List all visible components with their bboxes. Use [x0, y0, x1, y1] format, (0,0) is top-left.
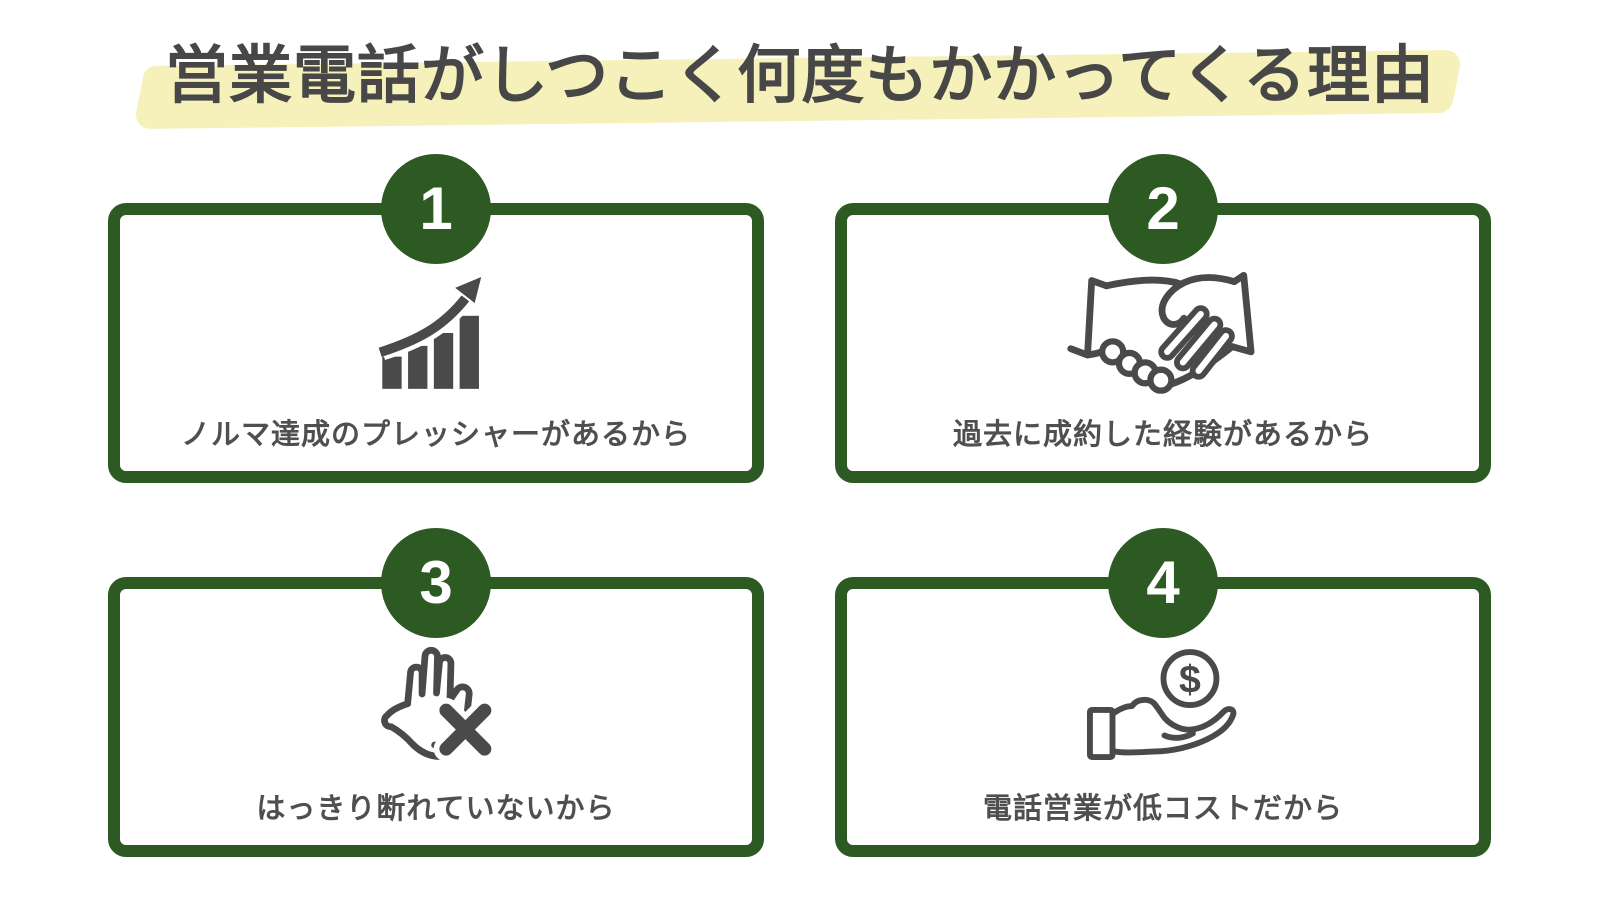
page-title: 営業電話がしつこく何度もかかってくる理由	[165, 41, 1435, 111]
reason-2-number: 2	[1146, 175, 1180, 242]
coin-in-hand-icon-svg: $	[1087, 649, 1237, 760]
reason-label: はっきり断れていないから	[256, 793, 616, 825]
hand-stop-x-icon	[369, 589, 504, 785]
coin-in-hand-icon: $	[1087, 589, 1239, 785]
reason-4-number: 4	[1146, 549, 1180, 616]
reason-label: 電話営業が低コストだから	[982, 793, 1343, 825]
reason-3-number: 3	[419, 549, 453, 616]
handshake-icon	[1062, 215, 1264, 411]
hand-stop-x-icon-svg	[380, 646, 497, 761]
reason-3-number-badge: 3	[381, 528, 491, 638]
dollar-sign-glyph: $	[1179, 657, 1201, 701]
reason-label: ノルマ達成のプレッシャーがあるから	[180, 419, 691, 451]
reason-card-1: 1 ノルマ達成のプレッシャーがあるから	[108, 154, 764, 483]
handshake-icon-svg	[1067, 271, 1255, 394]
reason-card-3: 3 はっきり断れていないから	[108, 528, 764, 857]
reason-1-number-badge: 1	[381, 154, 491, 264]
page-title-wrap: 営業電話がしつこく何度もかかってくる理由	[0, 41, 1600, 130]
reason-card-4: 4 $ 電話営業が低コストだから	[835, 528, 1491, 857]
reason-1-number: 1	[419, 175, 453, 242]
reason-2-number-badge: 2	[1108, 154, 1218, 264]
reason-card-2: 2	[835, 154, 1491, 483]
reasons-grid: 1 ノルマ達成のプレッシャーがあるから 2	[108, 154, 1491, 857]
reason-4-number-badge: 4	[1108, 528, 1218, 638]
growth-chart-icon-svg	[378, 275, 484, 389]
reason-label: 過去に成約した経験があるから	[952, 419, 1373, 451]
page-title-inner: 営業電話がしつこく何度もかかってくる理由	[132, 41, 1464, 130]
growth-chart-icon	[377, 215, 495, 411]
